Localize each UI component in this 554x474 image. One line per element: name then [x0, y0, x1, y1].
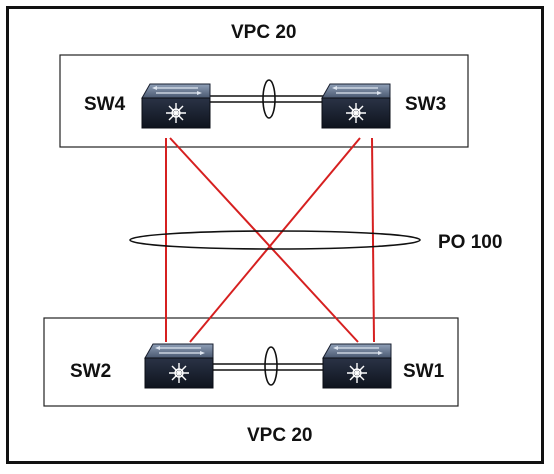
link-sw3-sw2: [189, 137, 361, 343]
sw4-switch-icon: [141, 83, 211, 129]
bottom-peer-link: [212, 346, 326, 386]
link-sw3-sw1: [371, 137, 375, 343]
sw1-switch-icon: [322, 343, 392, 389]
vpc-links: [165, 137, 375, 343]
sw2-switch-icon: [144, 343, 214, 389]
sw2-label: SW2: [70, 361, 112, 382]
sw4-label: SW4: [84, 94, 126, 115]
link-sw4-sw1: [169, 137, 359, 343]
sw3-switch-icon: [321, 83, 391, 129]
top-vpc-box: [59, 54, 469, 148]
port-channel-label: PO 100: [438, 232, 503, 253]
sw3-label: SW3: [405, 94, 447, 115]
bottom-vpc-label: VPC 20: [247, 425, 313, 446]
port-channel-ellipse: [129, 230, 421, 250]
sw1-label: SW1: [403, 361, 445, 382]
top-peer-link: [210, 79, 326, 119]
top-vpc-label: VPC 20: [231, 22, 297, 43]
